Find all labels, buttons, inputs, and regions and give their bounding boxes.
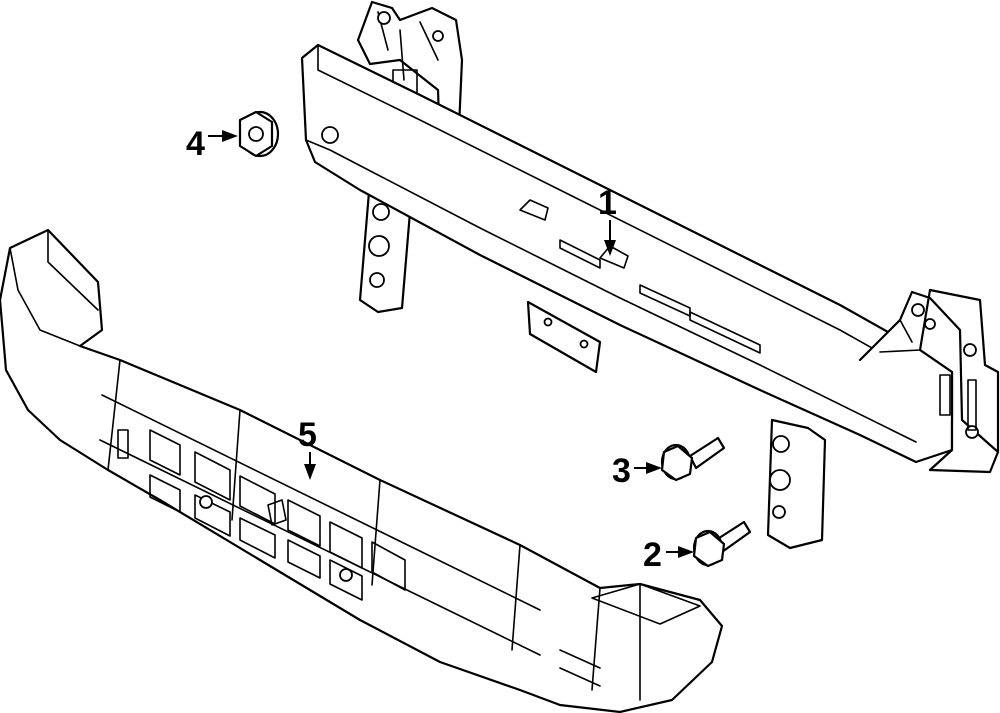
lower-bolt [692, 520, 752, 568]
svg-text:5: 5 [298, 416, 317, 454]
callout-3: 3 [612, 452, 662, 490]
callout-1: 1 [598, 184, 617, 256]
callout-4: 4 [186, 125, 238, 163]
svg-text:4: 4 [186, 125, 205, 163]
svg-text:2: 2 [643, 536, 662, 574]
callout-5: 5 [298, 416, 317, 480]
energy-absorber [0, 228, 724, 713]
callout-2: 2 [643, 536, 694, 574]
upper-bolt [660, 436, 726, 482]
nut [238, 110, 280, 158]
svg-text:1: 1 [598, 184, 617, 222]
svg-text:3: 3 [612, 452, 631, 490]
reinforcement-beam [300, 0, 1000, 550]
